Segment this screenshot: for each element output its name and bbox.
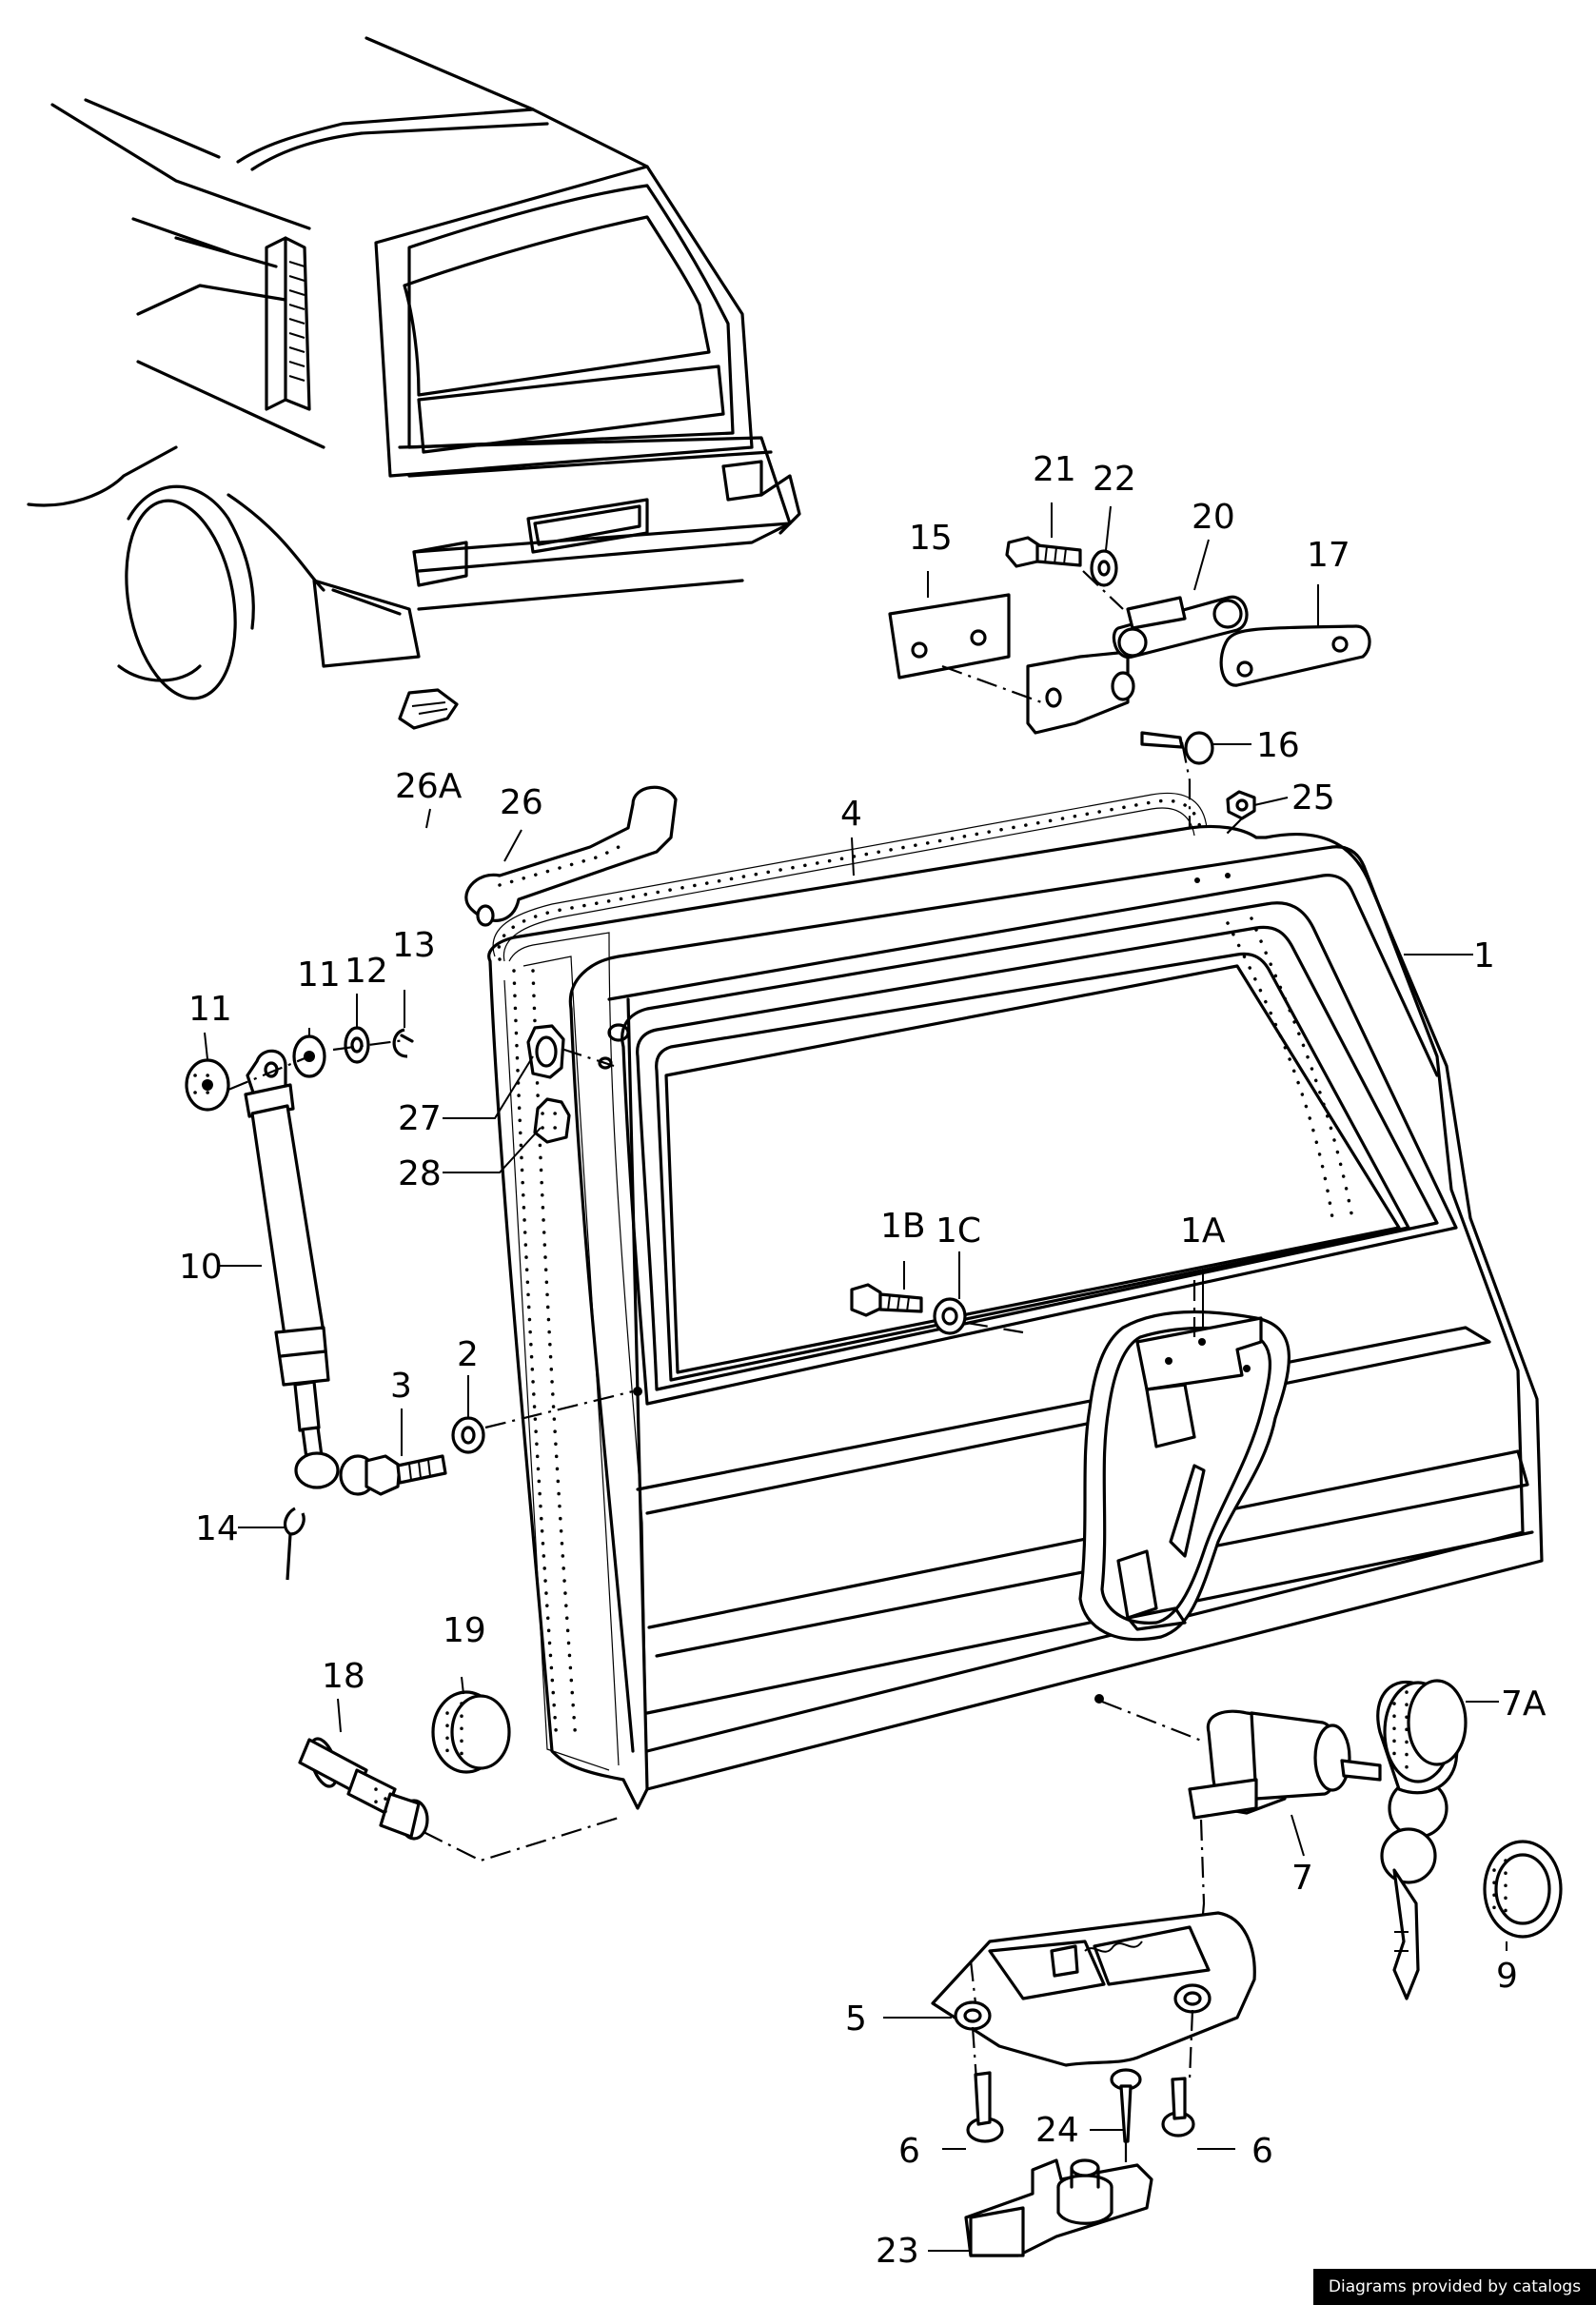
callout-10: 10 (179, 1248, 223, 1287)
callout-11-left: 11 (188, 990, 232, 1029)
hinge-plate-15 (888, 593, 1011, 680)
ball-stud-3-washer-2 (339, 1389, 634, 1496)
lock-cylinder-assembly (1101, 1679, 1563, 2000)
callout-5: 5 (845, 2000, 867, 2039)
callout-3: 3 (390, 1367, 412, 1406)
grab-handle-26 (464, 785, 678, 922)
screw-16 (1140, 731, 1184, 749)
callout-19: 19 (443, 1611, 486, 1650)
callout-18: 18 (322, 1657, 365, 1696)
credit-banner: Diagrams provided by catalogs parts (1313, 2269, 1596, 2305)
callout-2: 2 (457, 1335, 479, 1374)
callout-7: 7 (1291, 1859, 1313, 1898)
callout-14: 14 (195, 1509, 239, 1548)
callout-1C: 1C (936, 1212, 981, 1251)
hinge-plate-17 (1219, 624, 1371, 687)
callout-24: 24 (1035, 2111, 1079, 2150)
callout-25: 25 (1291, 778, 1335, 818)
callout-12: 12 (345, 952, 388, 991)
hinge-body-20 (1026, 650, 1130, 735)
rubber-buffers-27-28 (526, 1024, 615, 1144)
callout-22: 22 (1093, 460, 1136, 499)
callout-labels: 1 1A 1B 1C 2 3 4 5 6 6 7 7A 9 10 11 11 1… (179, 450, 1547, 2271)
latch-and-striker (931, 1911, 1256, 2257)
callout-1A: 1A (1180, 1212, 1226, 1251)
callout-26A: 26A (395, 767, 463, 806)
callout-26: 26 (500, 783, 543, 822)
callout-21: 21 (1033, 450, 1076, 489)
lock-mechanism-1A (1078, 1280, 1291, 1642)
hinge-assembly (888, 536, 1371, 838)
callout-17: 17 (1307, 536, 1350, 575)
callout-7A: 7A (1501, 1684, 1547, 1724)
callout-4: 4 (840, 795, 862, 834)
gas-strut-assembly (185, 1026, 414, 1581)
tailgate-panel (487, 824, 1544, 1810)
callout-6-right: 6 (1251, 2132, 1273, 2171)
bolt-1B-washer-1C (850, 1283, 1024, 1335)
clip-26A (398, 688, 459, 730)
leader-lines (204, 502, 1507, 2252)
callout-1B: 1B (880, 1207, 926, 1246)
callout-13: 13 (392, 926, 436, 965)
seal-and-grip (398, 688, 1208, 962)
callout-20: 20 (1192, 498, 1235, 537)
callout-6-left: 6 (898, 2132, 920, 2171)
callout-27: 27 (398, 1099, 442, 1138)
callout-11-right: 11 (297, 955, 341, 995)
callout-23: 23 (876, 2232, 919, 2271)
callout-15: 15 (909, 519, 953, 558)
callout-28: 28 (398, 1154, 442, 1193)
callout-9: 9 (1496, 1957, 1518, 1996)
callout-16: 16 (1256, 726, 1300, 765)
grommet-19-switch-18 (298, 1690, 620, 1862)
van-rear-illustration (27, 36, 801, 700)
callout-1: 1 (1473, 936, 1495, 975)
